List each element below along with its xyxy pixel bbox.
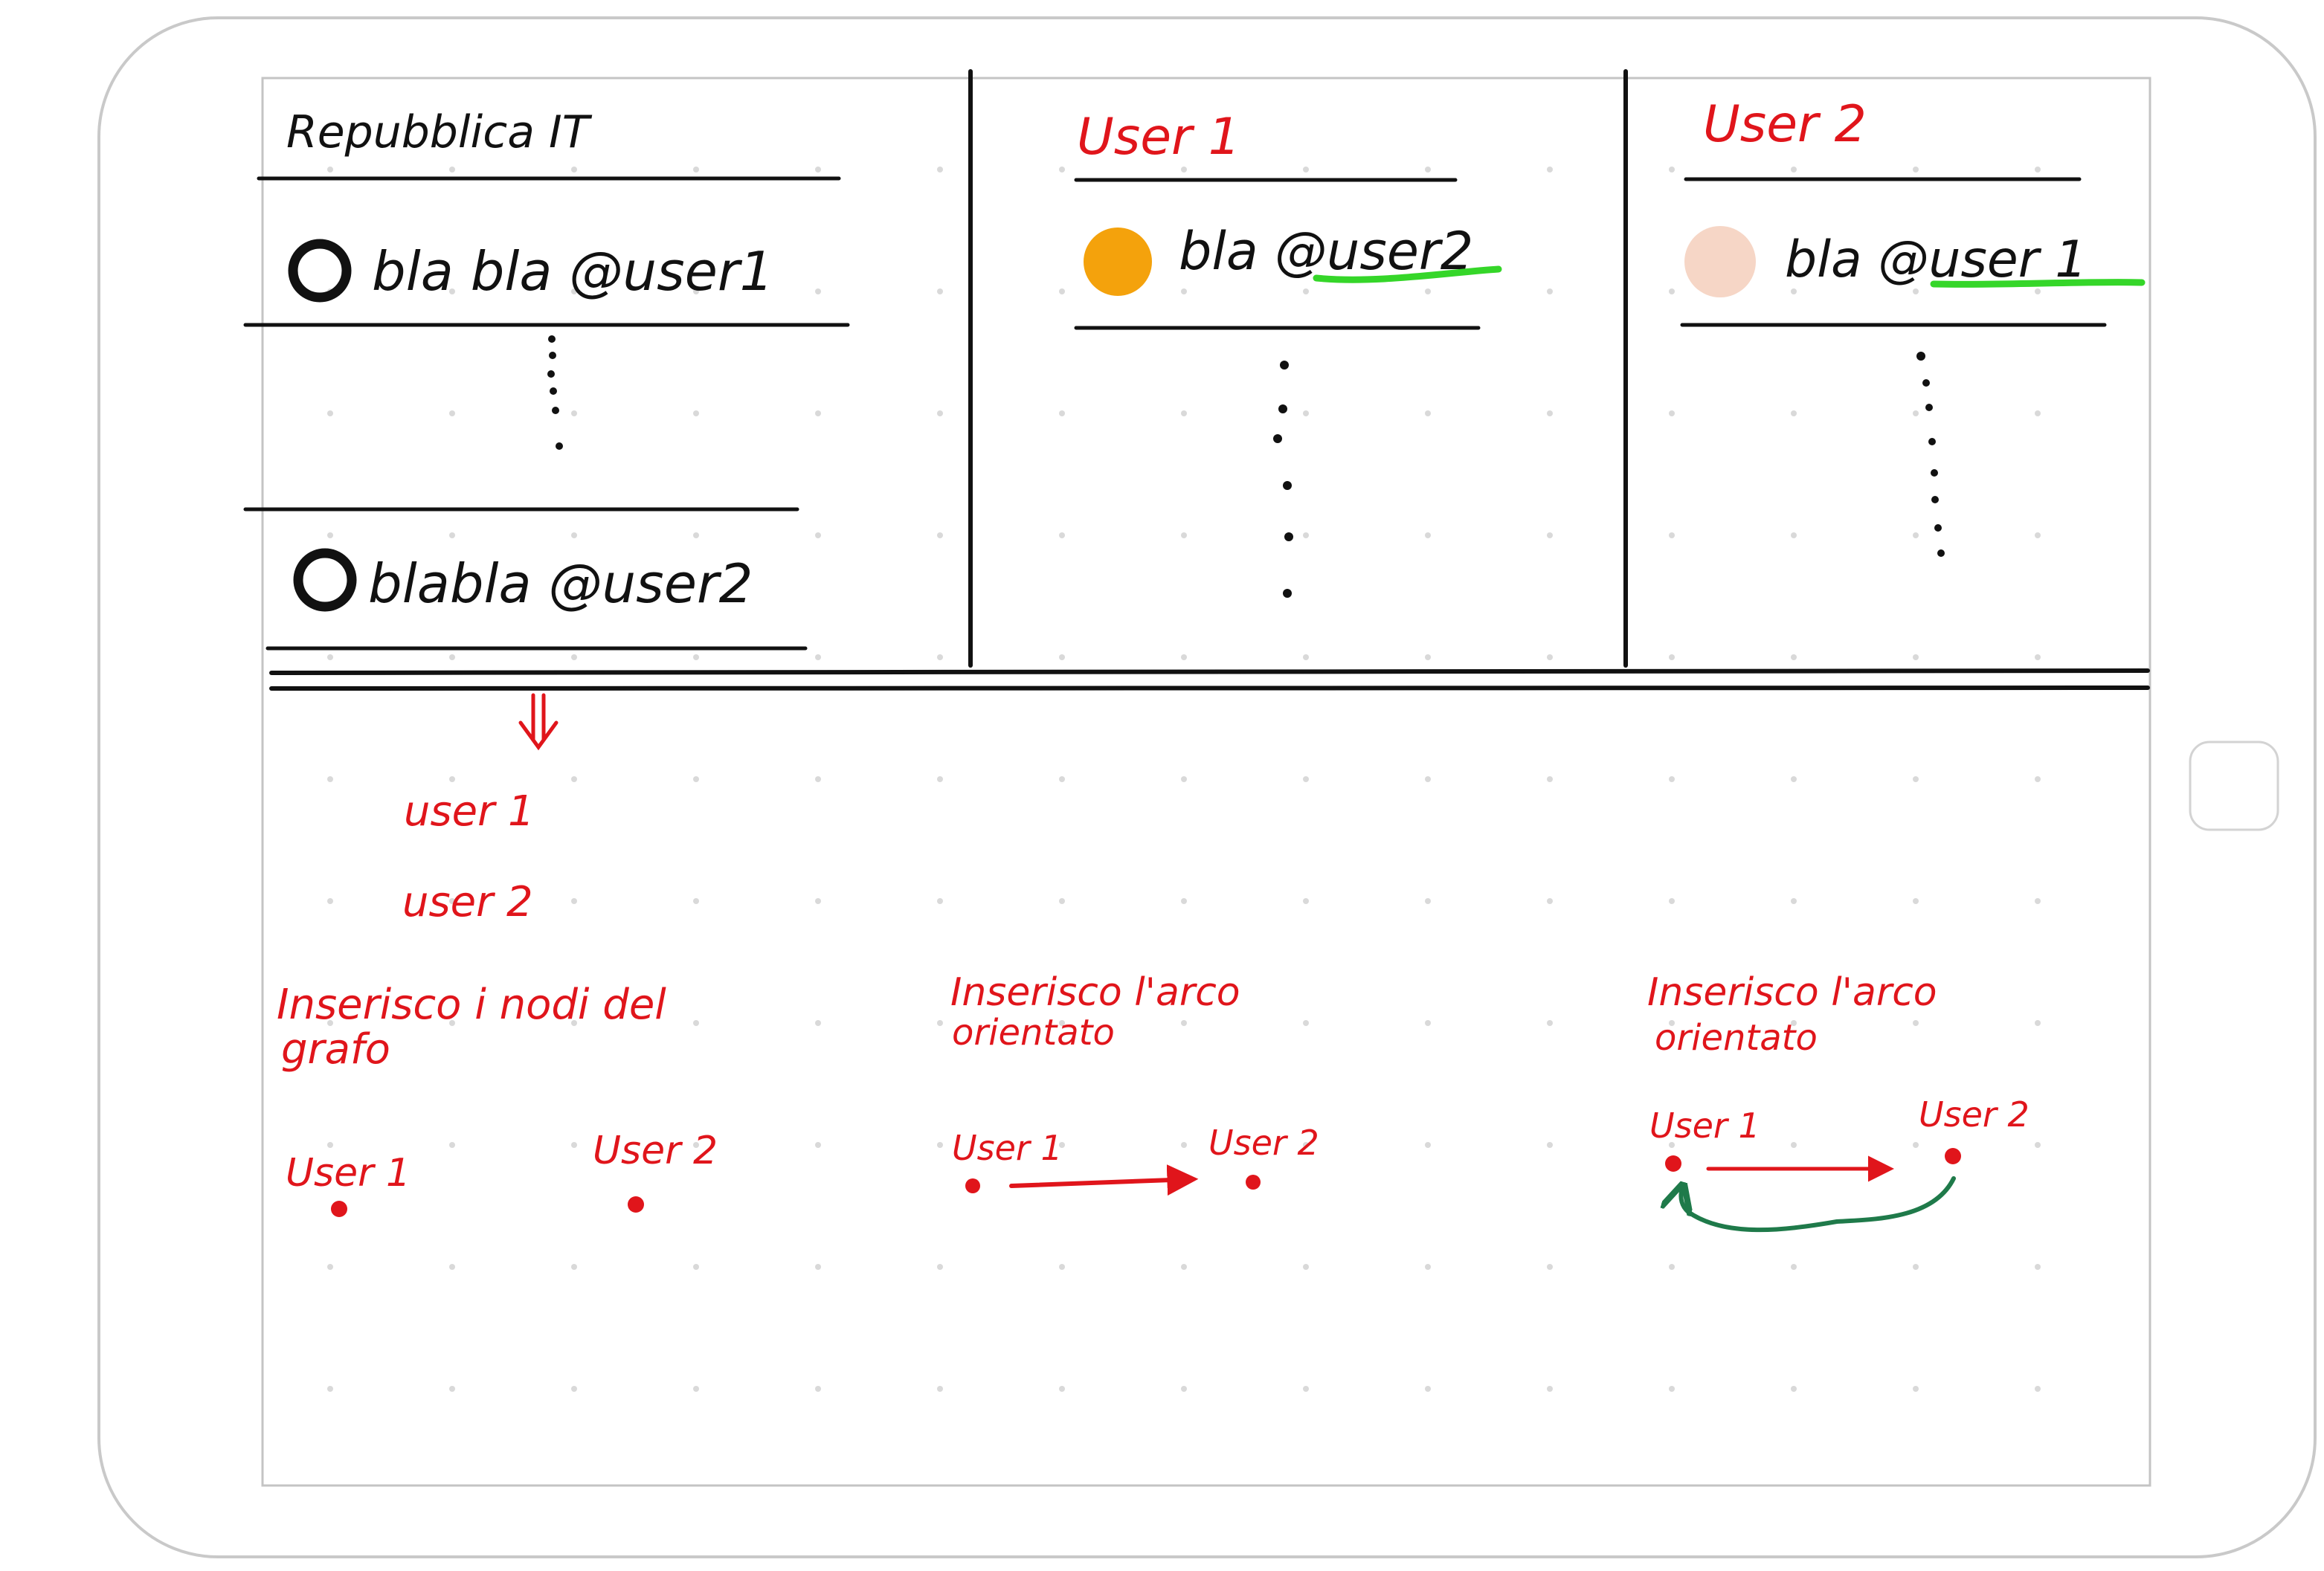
- step-insert-edge-bidirectional: Inserisco l'arco orientato User 1 User 2: [1647, 970, 2030, 1233]
- step-insert-edge: Inserisco l'arco orientato User 1 User 2: [950, 970, 1319, 1196]
- step-caption: orientato: [952, 1012, 1115, 1054]
- ellipsis-dots: [1273, 361, 1293, 598]
- graph-node: [331, 1201, 347, 1217]
- step-insert-nodes: Inserisco i nodi del grafo User 1 User 2: [277, 981, 718, 1217]
- directed-edge: [1009, 1164, 1199, 1196]
- step-caption: Inserisco l'arco: [950, 970, 1240, 1015]
- tweet-text: bla @user 1: [1785, 230, 2088, 289]
- node-label: User 1: [1649, 1106, 1760, 1146]
- node-label: User 1: [952, 1128, 1063, 1168]
- graph-node: [965, 1178, 980, 1193]
- graph-node: [1246, 1175, 1261, 1190]
- screen-canvas: [261, 77, 2151, 1487]
- column-title: User 2: [1703, 95, 1867, 154]
- graph-node: [1945, 1148, 1961, 1164]
- column-user1: User 1 bla @user2: [1074, 108, 1502, 598]
- tweet-text: bla @user2: [1179, 221, 1473, 282]
- step-caption: grafo: [281, 1025, 390, 1074]
- column-title: Repubblica IT: [286, 106, 593, 158]
- extracted-user: user 2: [402, 878, 533, 926]
- column-user2: User 2 bla @user 1: [1680, 95, 2146, 557]
- graph-node: [1665, 1155, 1681, 1172]
- tweet-text: bla bla @user1: [372, 240, 773, 303]
- column-title: User 1: [1077, 108, 1240, 167]
- node-label: User 2: [1208, 1123, 1319, 1163]
- tweet-text: blabla @user2: [368, 552, 753, 615]
- column-repubblica: Repubblica IT bla bla @user1 blabla @use…: [243, 106, 850, 651]
- step-caption: Inserisco i nodi del: [277, 981, 666, 1029]
- mention-highlight: [1930, 279, 2146, 288]
- section-divider-top: [269, 668, 2150, 675]
- orange-avatar-icon: [1084, 228, 1152, 296]
- graph-node: [628, 1196, 644, 1213]
- node-label: User 2: [1919, 1094, 2030, 1135]
- extracted-user: user 1: [404, 787, 535, 836]
- step-caption: orientato: [1655, 1017, 1818, 1059]
- reverse-directed-edge: [1681, 1176, 1956, 1233]
- double-arrow-down-icon: [518, 693, 559, 751]
- mention-highlight: [1313, 265, 1502, 283]
- home-button-icon[interactable]: [2189, 741, 2279, 831]
- ellipsis-dots: [1916, 352, 1945, 557]
- ellipsis-dots: [547, 335, 563, 450]
- circle-outline-icon: [288, 239, 352, 303]
- node-label: User 1: [286, 1151, 411, 1196]
- node-label: User 2: [593, 1129, 718, 1173]
- circle-outline-icon: [293, 548, 357, 612]
- step-caption: Inserisco l'arco: [1647, 970, 1937, 1015]
- peach-avatar-icon: [1684, 226, 1756, 297]
